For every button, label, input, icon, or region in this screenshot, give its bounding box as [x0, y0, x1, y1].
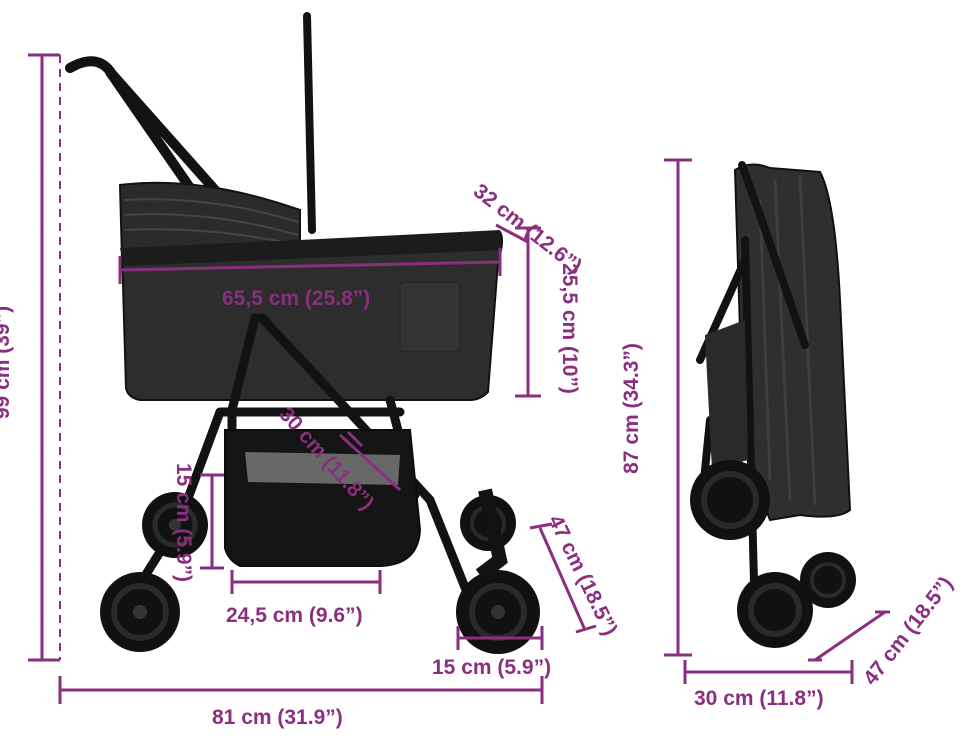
dim-line-total-height [28, 53, 60, 662]
label-basket-depth: 25,5 cm (10”) [557, 263, 581, 394]
canopy-pole [303, 12, 316, 234]
dim-line-folded-height [664, 158, 692, 657]
folded-stroller [690, 161, 856, 648]
label-total-height: 99 cm (39”) [0, 305, 15, 420]
front-wheels [456, 488, 540, 654]
dim-line-folded-width [683, 660, 854, 684]
dim-line-basket-depth [515, 226, 541, 398]
label-wheel-width: 15 cm (5.9”) [432, 656, 552, 679]
folded-frame [696, 161, 809, 624]
dim-line-basket-width [495, 223, 529, 244]
label-total-length: 81 cm (31.9”) [212, 706, 343, 729]
label-folded-width: 30 cm (11.8”) [694, 687, 824, 710]
basket-rim [120, 230, 502, 266]
dim-line-storage-width [230, 570, 382, 594]
label-basket-length: 65,5 cm (25.8”) [222, 287, 371, 310]
folded-side-panel [705, 320, 748, 470]
unfolded-stroller [65, 12, 540, 654]
basket-pocket [399, 281, 461, 353]
label-storage-height: 15 cm (5.9”) [172, 462, 196, 583]
rear-wheels [100, 492, 208, 652]
dim-line-wheel-height [529, 522, 597, 634]
dim-line-folded-depth [808, 610, 890, 662]
canopy-folds [123, 198, 299, 246]
label-folded-height: 87 cm (34.3”) [619, 343, 643, 474]
folded-wheels [690, 460, 856, 648]
dim-line-storage-depth [338, 430, 402, 492]
label-storage-width: 24,5 cm (9.6”) [226, 604, 363, 627]
dim-line-basket-length [118, 248, 502, 284]
dimension-lines [28, 53, 890, 704]
dim-line-storage-height [200, 473, 224, 570]
storage-mesh [245, 452, 400, 485]
carrycot-basket [120, 230, 504, 401]
dim-line-wheel-width [456, 626, 544, 650]
dim-line-total-length [58, 676, 544, 704]
